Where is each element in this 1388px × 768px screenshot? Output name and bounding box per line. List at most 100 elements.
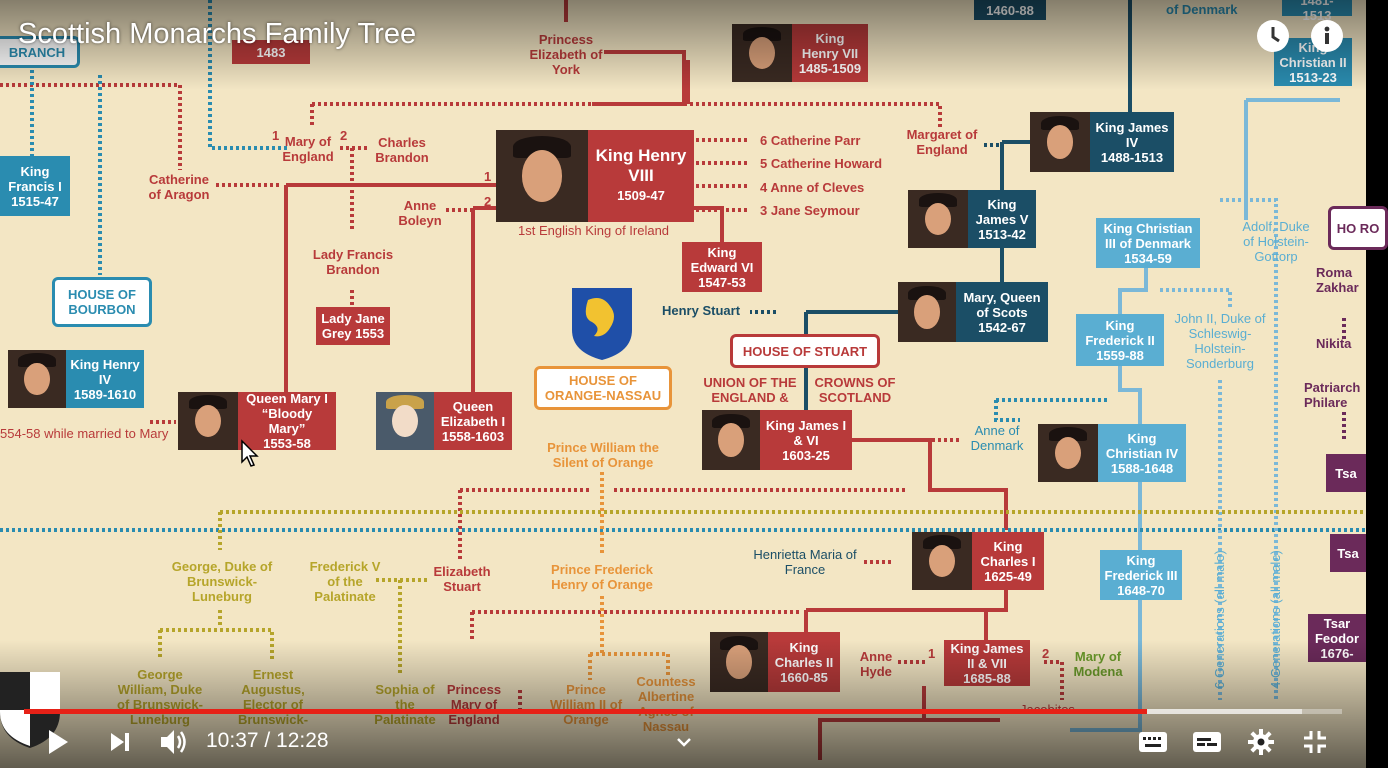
adolf-holstein-gottorp: Adolf, Duke of Holstein-Gottorp: [1242, 219, 1310, 264]
six-generations-label: 6 Generations (all male): [1211, 550, 1227, 689]
anne-hyde: Anne Hyde: [859, 649, 893, 679]
subtitles-button[interactable]: [1136, 724, 1170, 760]
henrietta-maria: Henrietta Maria of France: [753, 547, 857, 577]
william-the-silent: Prince William the Silent of Orange: [547, 440, 659, 470]
elizabeth-stuart: Elizabeth Stuart: [433, 564, 491, 594]
nassau-coat-of-arms: [572, 288, 632, 360]
progress-buffered: [1146, 709, 1303, 714]
prince-frederick-henry: Prince Frederick Henry of Orange: [551, 562, 653, 592]
charles-brandon-num: 2: [340, 128, 348, 143]
house-of-bourbon: HOUSE OF BOURBON: [52, 277, 152, 327]
house-of-stuart: HOUSE OF STUART: [730, 334, 880, 368]
henry-viii-caption: 1st English King of Ireland: [518, 223, 670, 238]
charles-ii-portrait: [710, 632, 768, 692]
mary-queen-scots-portrait: [898, 282, 956, 342]
four-generations-label: 4 Generations (all male): [1267, 550, 1283, 689]
house-of-orange-nassau: HOUSE OF ORANGE-NASSAU: [534, 366, 672, 410]
info-button[interactable]: [1311, 20, 1343, 52]
house-right-cut: HO RO: [1328, 206, 1388, 250]
mary-of-england: Mary of England: [282, 134, 334, 164]
captions-button[interactable]: [1190, 724, 1224, 760]
mouse-cursor-icon: [240, 439, 260, 473]
play-icon: [49, 730, 68, 754]
princess-elizabeth-york: Princess Elizabeth of York: [529, 32, 603, 77]
next-button[interactable]: [104, 724, 136, 760]
george-brunswick: George, Duke of Brunswick-Luneburg: [171, 559, 273, 604]
fullscreen-icon: [1304, 731, 1326, 753]
wife-6: 6 Catherine Parr: [760, 133, 861, 148]
wife-5: 5 Catherine Howard: [760, 156, 883, 171]
settings-button[interactable]: [1244, 724, 1278, 760]
henry-iv-portrait: [8, 350, 66, 408]
lady-francis-brandon: Lady Francis Brandon: [312, 247, 394, 277]
subtitles-icon: [1139, 732, 1167, 752]
james-ii-num-1: 1: [928, 646, 936, 661]
volume-icon: [161, 730, 186, 754]
romanov-zakharin: Roma Zakhar: [1316, 265, 1359, 295]
henry-vii-portrait: [732, 24, 792, 82]
mary-i-portrait: [178, 392, 238, 450]
union-right-label: CROWNS OF SCOTLAND: [814, 375, 896, 405]
video-title[interactable]: Scottish Monarchs Family Tree: [18, 18, 417, 50]
watch-later-button[interactable]: [1257, 20, 1289, 52]
henry-viii-portrait: [496, 130, 588, 222]
top-box-1481: 1481-1513: [1282, 0, 1352, 23]
wife-2-number: 2: [484, 194, 492, 209]
prince-william-ii: Prince William II of Orange: [549, 682, 623, 727]
tsar-feodor-box: Tsar Feodor 1676-: [1308, 614, 1366, 662]
henry-stuart: Henry Stuart: [662, 303, 741, 318]
anne-of-denmark: Anne of Denmark: [970, 423, 1024, 453]
chevron-down-icon: [677, 738, 691, 747]
volume-button[interactable]: [156, 724, 192, 760]
union-left-label: UNION OF THE ENGLAND &: [703, 375, 797, 405]
charles-brandon: Charles Brandon: [375, 135, 429, 165]
progress-bar[interactable]: [24, 709, 1342, 714]
lady-jane-grey-box: Lady Jane Grey 1553: [316, 307, 390, 345]
progress-played: [24, 709, 1147, 714]
chevron-button[interactable]: [670, 724, 698, 760]
catherine-of-aragon: Catherine of Aragon: [148, 172, 210, 202]
anne-boleyn: Anne Boleyn: [398, 198, 442, 228]
james-ii-num-2: 2: [1042, 646, 1050, 661]
play-button[interactable]: [40, 724, 76, 760]
top-label-denmark: of Denmark: [1166, 2, 1238, 17]
fullscreen-button[interactable]: [1298, 724, 1332, 760]
house-branch-label: BRANCH: [0, 36, 80, 68]
wife-1-number: 1: [484, 169, 492, 184]
princess-mary: Princess Mary of England: [446, 682, 502, 727]
top-box-1460: 1460-88: [974, 0, 1046, 20]
captions-icon: [1193, 732, 1221, 752]
tsar-box-1: Tsa: [1326, 454, 1366, 492]
james-v-portrait: [908, 190, 968, 248]
mary-i-box: Queen Mary I “Bloody Mary”1553-58: [238, 391, 336, 451]
george-william: George William, Duke of Brunswick-Lunebu…: [117, 667, 203, 727]
wife-3: 3 Jane Seymour: [760, 203, 860, 218]
watch-later-icon: [1258, 21, 1288, 51]
james-iv-portrait: [1030, 112, 1090, 172]
mary-england-num: 1: [272, 128, 280, 143]
tsar-box-2: Tsa: [1330, 534, 1366, 572]
patriarch-philaret: Patriarch Philare: [1304, 380, 1361, 410]
mary-i-note: 554-58 while married to Mary: [0, 426, 169, 441]
ernest-augustus: Ernest Augustus, Elector of Brunswick-: [237, 667, 309, 727]
james-i-vi-portrait: [702, 410, 760, 470]
elizabeth-i-portrait: [376, 392, 434, 450]
charles-i-portrait: [912, 532, 972, 590]
